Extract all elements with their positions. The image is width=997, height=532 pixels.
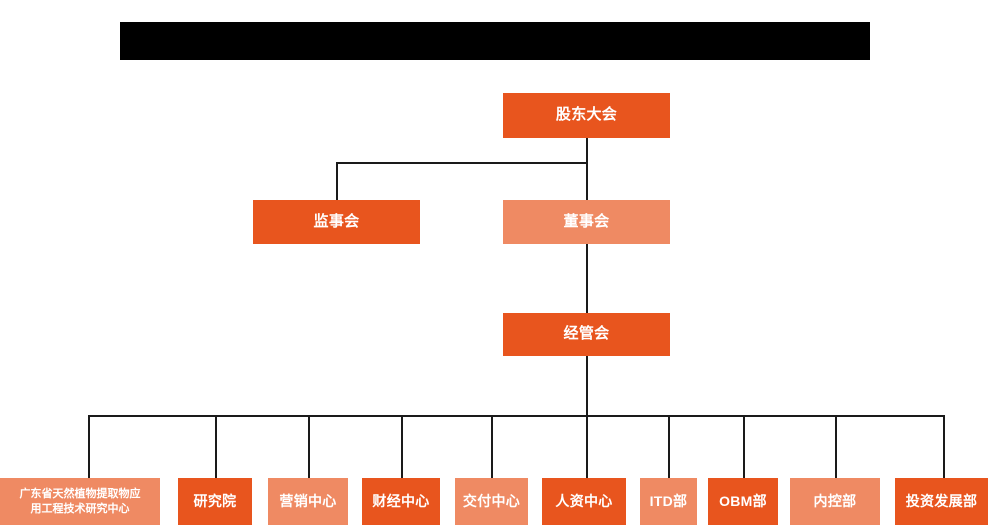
connector-drop-4 [401,415,403,478]
node-marketing-center[interactable]: 营销中心 [268,478,348,525]
node-itd-department[interactable]: ITD部 [640,478,697,525]
connector-drop-2 [215,415,217,478]
node-board-of-supervisors[interactable]: 监事会 [253,200,420,244]
connector-drop-6 [586,415,588,478]
connector-level4-bus [88,415,945,417]
node-board-of-directors[interactable]: 董事会 [503,200,670,244]
node-delivery-center[interactable]: 交付中心 [455,478,528,525]
connector-drop-7 [668,415,670,478]
node-investment-development-department[interactable]: 投资发展部 [895,478,988,525]
node-gd-natural-plant-extract-center[interactable]: 广东省天然植物提取物应 用工程技术研究中心 [0,478,160,525]
node-management-committee[interactable]: 经管会 [503,313,670,356]
node-obm-department[interactable]: OBM部 [708,478,778,525]
node-shareholders-meeting[interactable]: 股东大会 [503,93,670,138]
connector-drop-8 [743,415,745,478]
node-research-institute[interactable]: 研究院 [178,478,252,525]
redacted-title-bar [120,22,870,60]
connector-drop-9 [835,415,837,478]
connector-supervisors-drop [336,162,338,200]
connector-drop-10 [943,415,945,478]
node-finance-center[interactable]: 财经中心 [362,478,440,525]
connector-drop-5 [491,415,493,478]
connector-shareholders-to-supervisors [336,162,587,164]
connector-drop-3 [308,415,310,478]
node-hr-center[interactable]: 人资中心 [542,478,626,525]
connector-drop-1 [88,415,90,478]
node-internal-control-department[interactable]: 内控部 [790,478,880,525]
